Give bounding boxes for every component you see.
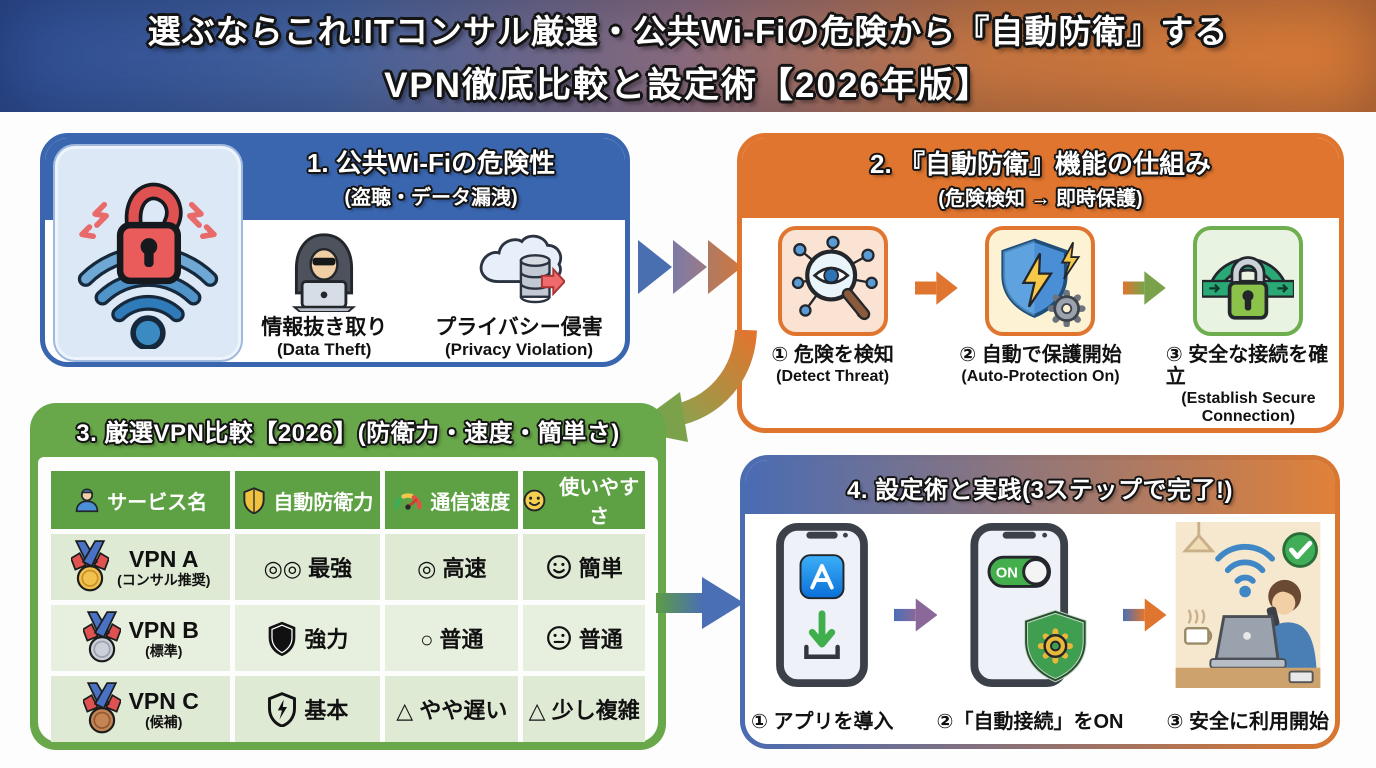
section-public-wifi-danger: 1. 公共Wi-Fiの危険性 (盗聴・データ漏洩)	[40, 133, 630, 367]
arrow-toggle-to-use	[1123, 598, 1167, 632]
mechanism-step-label: ① 危険を検知	[771, 344, 894, 366]
shield-lightning-gear-icon	[985, 226, 1096, 336]
secure-tunnel-lock-icon	[1193, 226, 1304, 336]
section-vpn-comparison: 3. 厳選VPN比較【2026】(防衛力・速度・簡単さ) サービス名	[30, 403, 666, 750]
danger-item-data-theft: 情報抜き取り (Data Theft)	[261, 228, 387, 360]
banner: 選ぶならこれ!ITコンサル厳選・公共Wi-Fiの危険から『自動防衛』する VPN…	[0, 0, 1376, 112]
shield-icon	[243, 486, 265, 514]
header-label: サービス名	[107, 491, 208, 514]
speed-value: ○ 普通	[420, 627, 484, 652]
toggle-on-label: ON	[996, 566, 1018, 582]
smiley-icon	[523, 489, 546, 511]
section2-title: 2. 『自動防衛』機能の仕組み	[870, 149, 1211, 179]
vpn-name: VPN C	[128, 687, 199, 714]
shield-filled-icon	[269, 621, 296, 656]
mechanism-step-sublabel: (Establish Secure Connection)	[1181, 390, 1316, 426]
section-setup-steps: 4. 設定術と実践(3ステップで完了!)	[740, 455, 1340, 749]
vpn-note: (コンサル推奨)	[117, 571, 211, 588]
smile-face-icon	[546, 555, 571, 579]
mechanism-step-label: ② 自動で保護開始	[959, 344, 1122, 366]
shield-bolt-outline-icon	[268, 691, 297, 727]
flow-chevrons-1-to-2	[638, 240, 742, 294]
mechanism-step-secure: ③ 安全な接続を確立 (Establish Secure Connection)	[1166, 226, 1331, 428]
mechanism-step-sublabel: (Auto-Protection On)	[961, 368, 1120, 385]
mechanism-step-label: ③ 安全な接続を確立	[1165, 344, 1329, 388]
vpn-name: VPN B	[128, 616, 199, 643]
vpn-name: VPN A	[129, 545, 199, 572]
banner-title-line1: 選ぶならこれ!ITコンサル厳選・公共Wi-Fiの危険から『自動防衛』する	[147, 12, 1229, 50]
setup-step-label: ③ 安全に利用開始	[1166, 711, 1330, 733]
arrow-protect-to-secure	[1123, 271, 1166, 305]
header-label: 自動防衛力	[273, 491, 374, 514]
speedometer-icon	[394, 493, 422, 510]
section-auto-defense-mechanism: 2. 『自動防衛』機能の仕組み (危険検知 → 即時保護)	[737, 133, 1344, 433]
defense-value: 強力	[304, 627, 349, 652]
vpn-note: (標準)	[145, 642, 183, 659]
neutral-face-icon	[546, 626, 571, 650]
speed-value: △ やや遅い	[396, 698, 508, 723]
header-label: 通信速度	[430, 491, 511, 514]
vpn-note: (候補)	[145, 713, 183, 730]
section4-title: 4. 設定術と実践(3ステップで完了!)	[745, 460, 1335, 514]
section2-header-band: 2. 『自動防衛』機能の仕組み (危険検知 → 即時保護)	[742, 138, 1339, 218]
arrow-install-to-toggle	[893, 598, 937, 632]
mechanism-step-detect: ① 危険を検知 (Detect Threat)	[750, 226, 915, 428]
setup-step-label: ① アプリを導入	[751, 711, 894, 733]
hacker-laptop-icon	[292, 233, 357, 313]
setup-step-safe-use: ③ 安全に利用開始	[1166, 522, 1330, 738]
wifi-unlocked-padlock-icon	[55, 146, 241, 360]
header-label: 使いやすさ	[559, 477, 640, 528]
danger-item-sublabel: (Privacy Violation)	[444, 340, 593, 360]
usability-value: △ 少し複雑	[528, 698, 640, 723]
vpn-comparison-table: サービス名 自動防衛力	[46, 466, 650, 747]
section1-subtitle: (盗聴・データ漏洩)	[344, 187, 518, 209]
defense-value: ◎◎ 最強	[263, 556, 353, 581]
usability-value: 簡単	[578, 556, 623, 581]
arrow-detect-to-protect	[915, 271, 958, 305]
phone-appstore-download-icon	[776, 522, 869, 688]
bronze-medal-icon	[82, 682, 121, 734]
usability-value: 普通	[578, 627, 623, 652]
section2-subtitle: (危険検知 → 即時保護)	[938, 188, 1143, 210]
danger-item-sublabel: (Data Theft)	[276, 340, 372, 360]
mechanism-step-sublabel: (Detect Threat)	[776, 368, 890, 385]
section1-title: 1. 公共Wi-Fiの危険性	[306, 148, 556, 178]
section3-title: 3. 厳選VPN比較【2026】(防衛力・速度・簡単さ)	[76, 419, 620, 447]
cloud-database-leak-icon	[479, 234, 565, 304]
phone-toggle-shield-icon: ON	[970, 522, 1087, 688]
cafe-safe-usage-icon	[1175, 522, 1321, 688]
setup-step-auto-connect: ON ②「自動接続」をON	[937, 522, 1123, 738]
comparison-table-panel: サービス名 自動防衛力	[38, 457, 658, 742]
setup-step-install: ① アプリを導入	[751, 522, 894, 738]
table-row-vpn-b: VPN B (標準) 強力 ○ 普通	[51, 605, 645, 671]
silver-medal-icon	[82, 611, 121, 663]
mechanism-step-protect: ② 自動で保護開始 (Auto-Protection On)	[958, 226, 1123, 428]
danger-item-label: プライバシー侵害	[435, 316, 603, 340]
setup-step-label: ②「自動接続」をON	[936, 711, 1124, 733]
gold-medal-icon	[71, 540, 110, 592]
banner-title-line2: VPN徹底比較と設定術【2026年版】	[384, 65, 992, 105]
table-row-vpn-c: VPN C (候補) 基本 △ やや遅い △ 少し複雑	[51, 676, 645, 742]
speed-value: ◎ 高速	[417, 556, 487, 581]
arrow-3-to-4	[656, 577, 744, 629]
danger-item-label: 情報抜き取り	[261, 316, 388, 340]
table-header-row: サービス名 自動防衛力	[51, 471, 645, 529]
table-row-vpn-a: VPN A (コンサル推奨) ◎◎ 最強 ◎ 高速 簡単	[51, 534, 645, 600]
detect-network-magnifier-icon	[777, 226, 888, 336]
person-icon	[75, 488, 99, 513]
danger-item-privacy-violation: プライバシー侵害 (Privacy Violation)	[435, 228, 603, 360]
defense-value: 基本	[304, 698, 349, 723]
